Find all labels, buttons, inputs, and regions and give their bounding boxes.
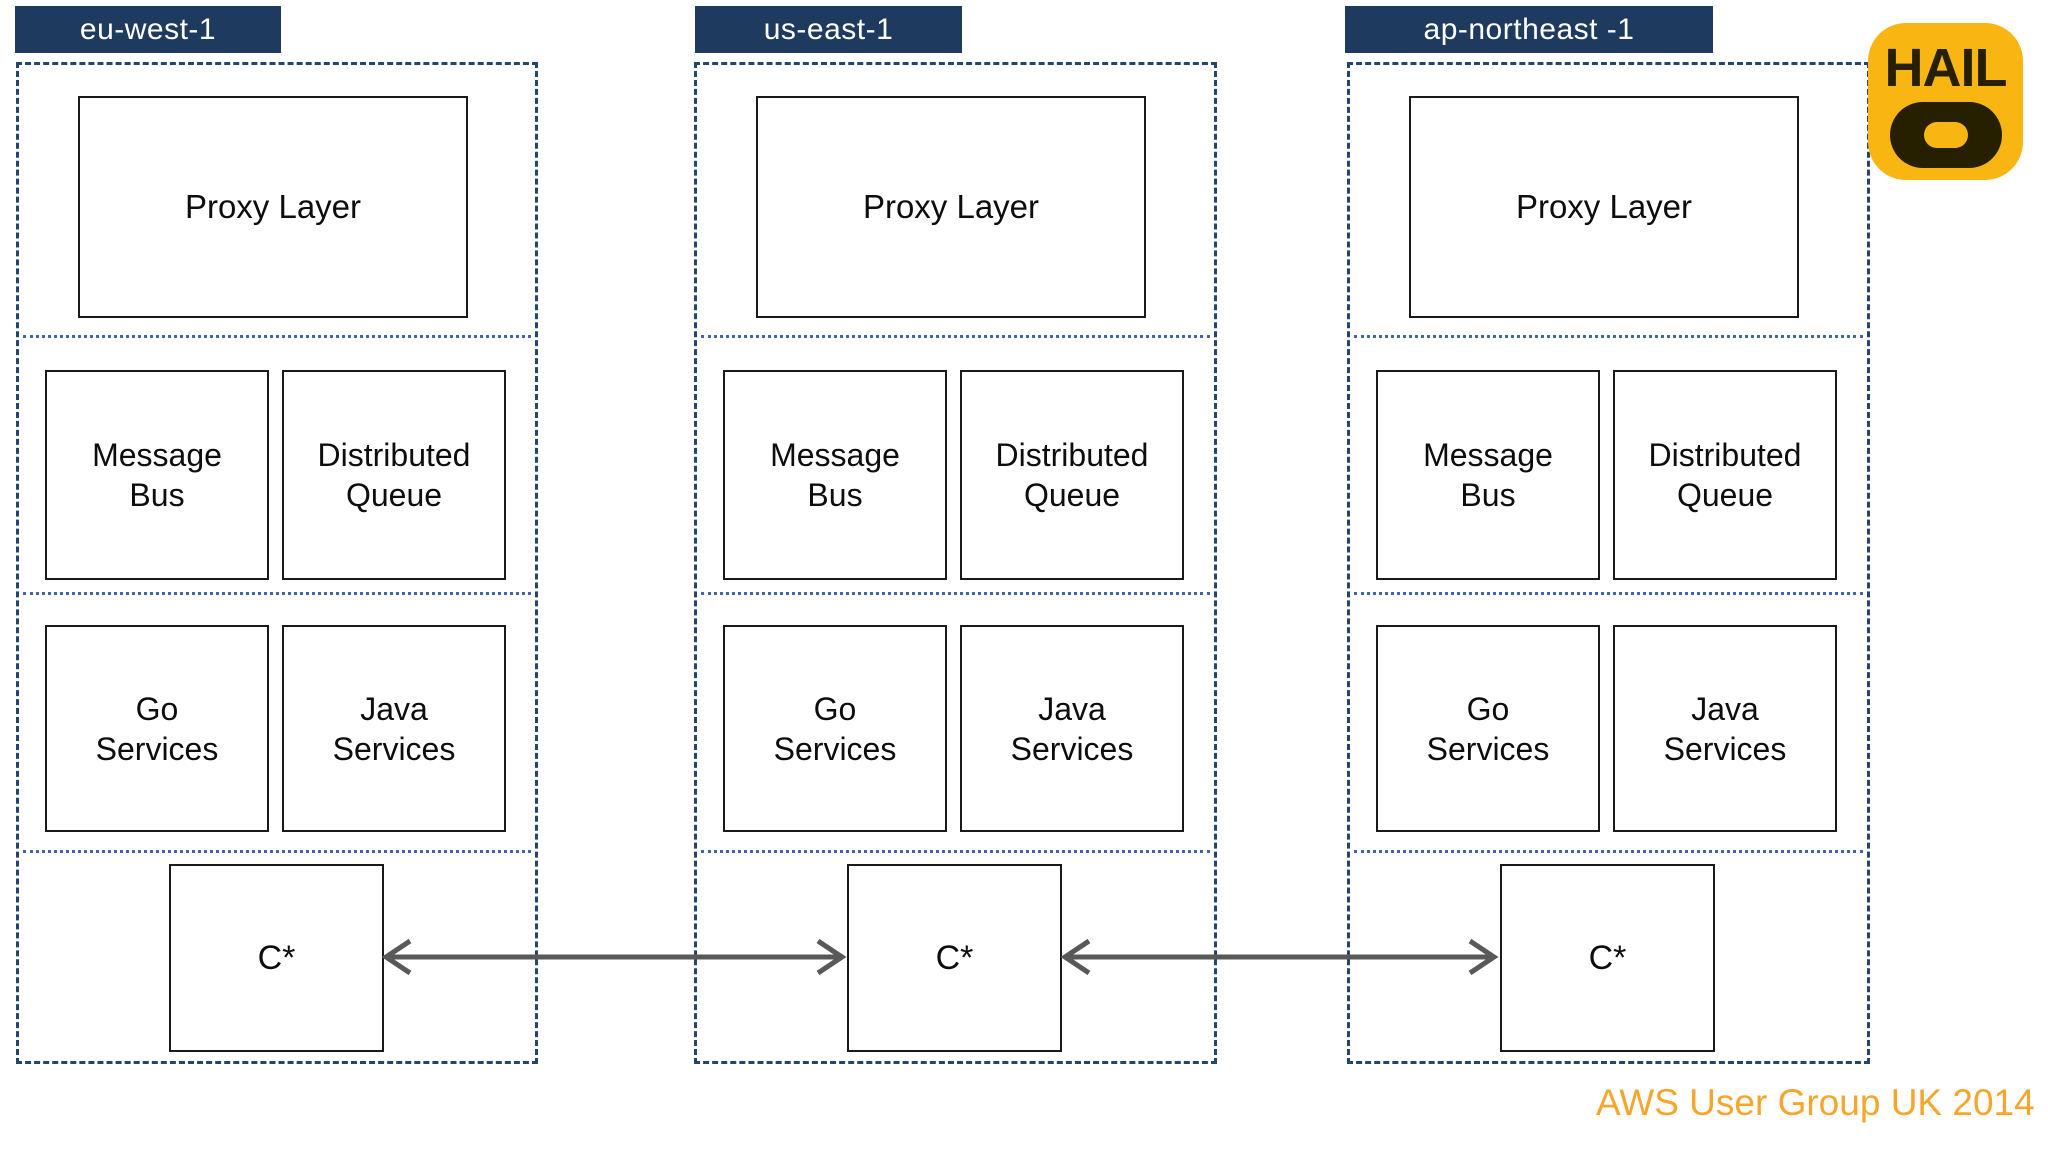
region-eu-west-1: Proxy Layer Message Bus Distributed Queu…: [16, 62, 538, 1064]
divider-services-db: [1354, 850, 1863, 853]
go-services-box: Go Services: [723, 625, 947, 832]
stadium-o-hole: [1923, 122, 1968, 148]
divider-proxy-bus: [701, 335, 1210, 338]
divider-proxy-bus: [23, 335, 531, 338]
divider-bus-services: [701, 592, 1210, 595]
proxy-layer-box: Proxy Layer: [78, 96, 468, 318]
java-services-box: Java Services: [1613, 625, 1837, 832]
proxy-layer-box: Proxy Layer: [1409, 96, 1799, 318]
distributed-queue-box: Distributed Queue: [960, 370, 1184, 580]
cassandra-box: C*: [169, 864, 384, 1052]
divider-services-db: [23, 850, 531, 853]
cassandra-box: C*: [847, 864, 1062, 1052]
region-label-ap-northeast-1: ap-northeast -1: [1345, 6, 1713, 53]
hailo-logo-text: HAIL: [1884, 38, 2008, 98]
message-bus-box: Message Bus: [45, 370, 269, 580]
cassandra-box: C*: [1500, 864, 1715, 1052]
divider-bus-services: [1354, 592, 1863, 595]
hailo-logo: HAIL: [1868, 23, 2023, 180]
region-ap-northeast-1: Proxy Layer Message Bus Distributed Queu…: [1347, 62, 1870, 1064]
java-services-box: Java Services: [960, 625, 1184, 832]
java-services-box: Java Services: [282, 625, 506, 832]
distributed-queue-box: Distributed Queue: [282, 370, 506, 580]
region-label-us-east-1: us-east-1: [695, 6, 962, 53]
message-bus-box: Message Bus: [1376, 370, 1600, 580]
region-label-eu-west-1: eu-west-1: [15, 6, 281, 53]
footer-credit: AWS User Group UK 2014: [1596, 1082, 2035, 1123]
distributed-queue-box: Distributed Queue: [1613, 370, 1837, 580]
divider-bus-services: [23, 592, 531, 595]
go-services-box: Go Services: [1376, 625, 1600, 832]
message-bus-box: Message Bus: [723, 370, 947, 580]
divider-proxy-bus: [1354, 335, 1863, 338]
divider-services-db: [701, 850, 1210, 853]
proxy-layer-box: Proxy Layer: [756, 96, 1146, 318]
stadium-o-icon: [1889, 102, 2002, 168]
go-services-box: Go Services: [45, 625, 269, 832]
region-us-east-1: Proxy Layer Message Bus Distributed Queu…: [694, 62, 1217, 1064]
